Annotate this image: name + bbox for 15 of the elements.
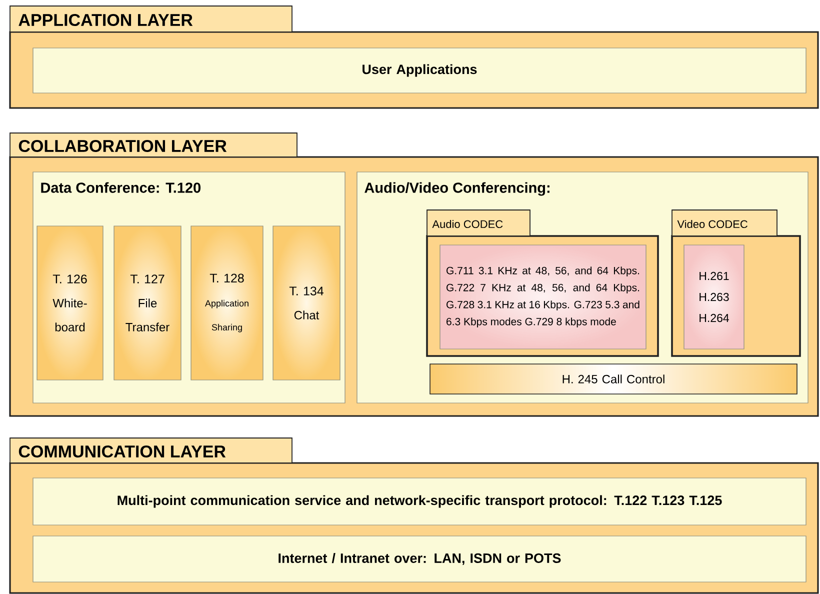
- standard-box: T. 126 White-board: [36, 226, 104, 380]
- node-label: APPLICATION LAYER: [18, 14, 193, 26]
- node-label: Audio CODEC: [432, 220, 503, 228]
- codec-list-box: G.711 3.1 KHz at 48, 56, and 64 Kbps. G.722 7 KHz at 48, 56, and 64 Kbps. G.728 3.1 KHz at 16 Kbps. G.723 5.3 and 6.3 Kbps modes G.729 8 kbps mode: [440, 244, 646, 350]
- node-label: Video CODEC: [677, 220, 748, 228]
- protocol-bar: H. 245 Call Control: [430, 364, 798, 394]
- node-label: COLLABORATION LAYER: [18, 140, 227, 152]
- standard-box: T. 134 Chat: [272, 226, 340, 380]
- standard-box: T. 128 Application Sharing: [190, 226, 264, 380]
- protocol-bar: Internet / Intranet over: LAN, ISDN or POTS: [32, 536, 806, 582]
- protocol-bar: Multi-point communication service and network-specific transport protocol: T.122 T.123 T.125: [32, 478, 806, 526]
- standard-box: T. 127 File Transfer: [114, 226, 182, 380]
- node-label: COMMUNICATION LAYER: [18, 445, 226, 458]
- codec-list-box: H.261 H.263 H.264: [684, 244, 744, 350]
- protocol-bar: User Applications: [32, 48, 806, 94]
